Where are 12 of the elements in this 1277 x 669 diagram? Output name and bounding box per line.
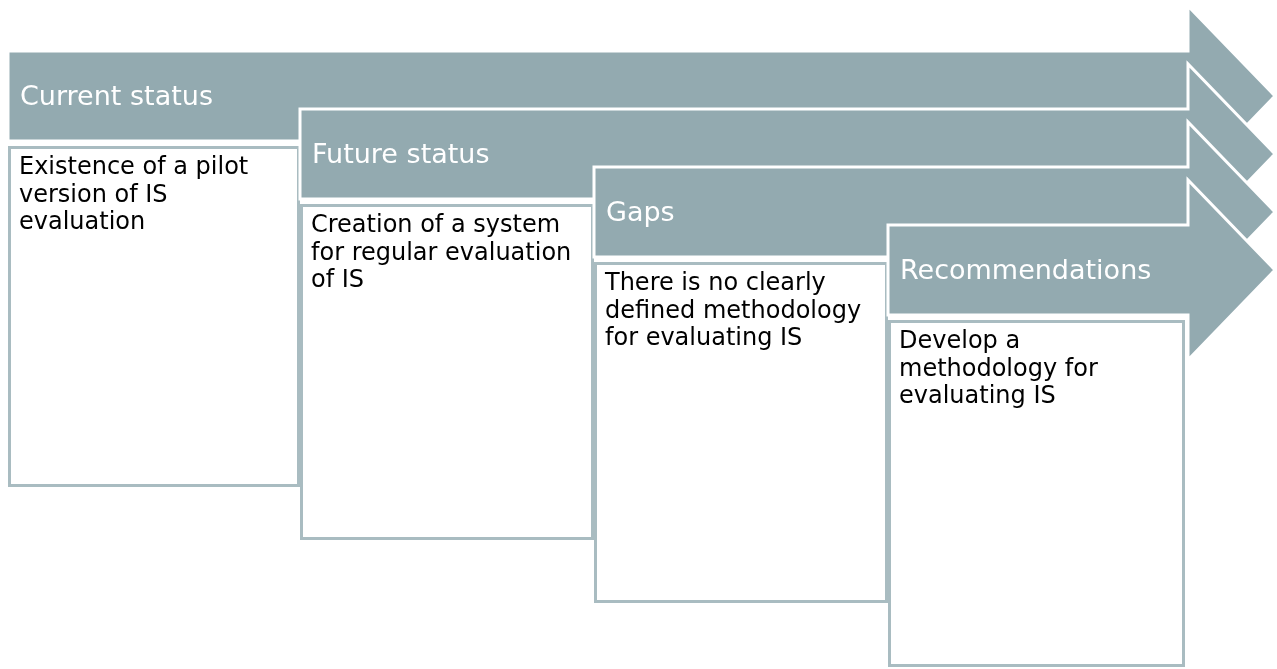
text-box	[300, 204, 594, 540]
arrow-heading: Recommendations	[900, 253, 1152, 287]
text-box	[8, 146, 300, 487]
box-text: Develop a methodology for evaluating IS	[899, 327, 1099, 410]
arrow-heading: Gaps	[606, 195, 675, 229]
text-box	[594, 262, 888, 603]
arrow-heading: Future status	[312, 137, 490, 171]
box-text: Creation of a system for regular evaluation of IS	[311, 211, 573, 294]
box-text: There is no clearly defined methodology for evaluating IS	[605, 269, 863, 352]
text-box	[888, 320, 1185, 667]
box-text: Existence of a pilot version of IS evaluation	[19, 153, 250, 236]
arrow-heading: Current status	[20, 79, 213, 113]
